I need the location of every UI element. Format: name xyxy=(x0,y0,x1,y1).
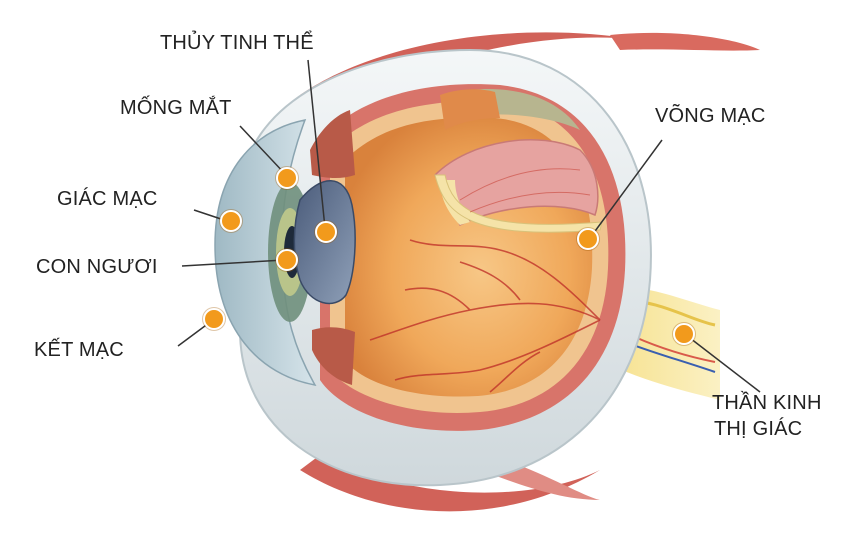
superior-muscle-tendon xyxy=(610,32,760,51)
marker-retina xyxy=(577,228,599,250)
label-lens: THỦY TINH THỂ xyxy=(160,32,314,54)
marker-pupil xyxy=(276,249,298,271)
marker-lens xyxy=(315,221,337,243)
label-iris: MỐNG MẮT xyxy=(120,97,232,119)
label-retina: VÕNG MẠC xyxy=(655,105,766,127)
leader-line-pupil xyxy=(181,259,285,267)
label-conjunctiva: KẾT MẠC xyxy=(34,339,124,361)
marker-optic-nerve xyxy=(673,323,695,345)
label-optic-nerve-line2: THỊ GIÁC xyxy=(714,418,803,440)
label-pupil: CON NGƯƠI xyxy=(36,256,158,278)
leader-line-optic-nerve xyxy=(685,334,761,393)
inferior-muscle xyxy=(300,455,600,512)
ciliary-body-lower xyxy=(312,327,355,385)
label-optic-nerve: THẦN KINH THỊ GIÁC xyxy=(712,390,822,442)
marker-iris xyxy=(276,167,298,189)
label-optic-nerve-line1: THẦN KINH xyxy=(712,392,822,414)
marker-conjunctiva xyxy=(203,308,225,330)
ciliary-body xyxy=(310,110,355,179)
retina-flap xyxy=(434,139,599,227)
leader-line-lens xyxy=(307,59,326,229)
leader-line-retina xyxy=(589,139,663,239)
leader-line-iris xyxy=(239,125,287,176)
label-cornea: GIÁC MẠC xyxy=(57,188,158,210)
marker-cornea xyxy=(220,210,242,232)
retinal-vessels xyxy=(369,239,601,393)
